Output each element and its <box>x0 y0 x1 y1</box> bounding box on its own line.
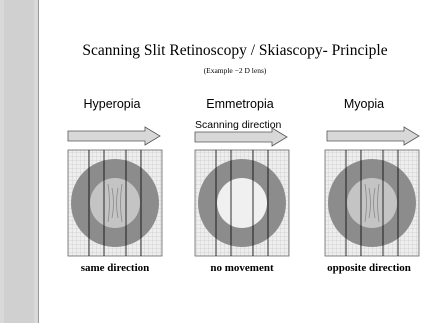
caption-hyperopia: same direction <box>55 262 175 274</box>
eye-panel-emmetropia <box>195 150 289 256</box>
arrow-myopia <box>327 127 419 145</box>
caption-myopia: opposite direction <box>307 262 431 274</box>
eye-panel-myopia <box>325 150 419 256</box>
eye-panel-hyperopia <box>68 150 162 256</box>
arrow-hyperopia <box>68 127 160 145</box>
caption-emmetropia: no movement <box>182 262 302 274</box>
arrow-emmetropia <box>195 128 287 146</box>
